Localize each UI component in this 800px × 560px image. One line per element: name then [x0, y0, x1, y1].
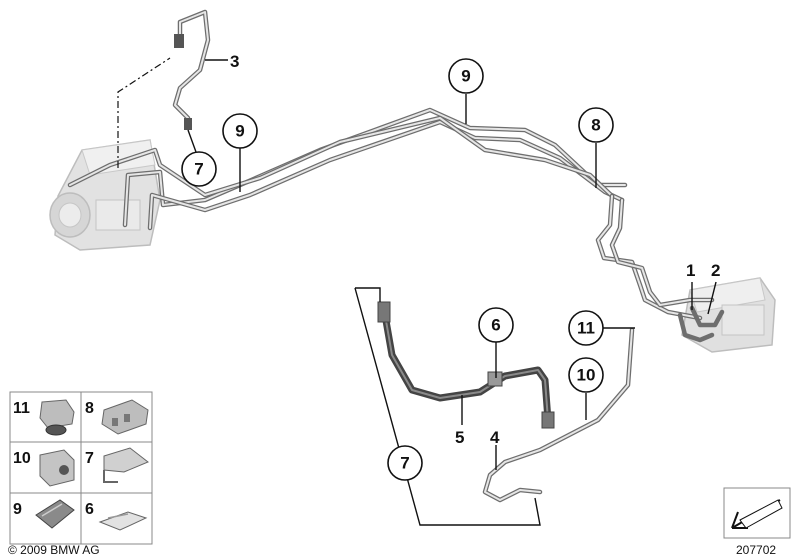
- clip-icon: [45, 424, 67, 436]
- brake-hose: [377, 301, 555, 429]
- legend-grid: 11 8 10 7 9 6: [9, 391, 153, 545]
- pipe-item-10: [482, 327, 635, 503]
- callout-1: 1: [686, 261, 695, 280]
- leader-7a: [187, 129, 197, 153]
- legend-cell-8: 8: [85, 399, 149, 435]
- legend-cell-9: 9: [13, 499, 75, 529]
- callout-circle-6: [478, 307, 514, 343]
- diagram-id: 207702: [736, 543, 776, 557]
- control-unit: [681, 277, 776, 353]
- group-bracket-top: [355, 287, 381, 302]
- pipe-holder-icon: [124, 414, 130, 422]
- legend-cell-7: 7: [85, 447, 149, 483]
- callout-circle-7a: [181, 151, 217, 187]
- callout-9a: 9: [235, 122, 244, 141]
- legend-cell-11: 11: [13, 399, 75, 436]
- abs-unit: [49, 139, 161, 251]
- spring-clip-icon: [107, 513, 129, 519]
- orientation-arrow-box: [723, 487, 791, 539]
- callout-2: 2: [711, 261, 720, 280]
- legend-num-9: 9: [13, 501, 22, 518]
- callout-7b: 7: [400, 454, 409, 473]
- multi-clip-icon: [41, 503, 63, 517]
- callout-9b: 9: [461, 67, 470, 86]
- legend-num-7: 7: [85, 450, 94, 467]
- callout-circle-9a: [222, 113, 258, 149]
- callout-4: 4: [490, 428, 500, 447]
- callout-11: 11: [577, 319, 595, 338]
- legend-num-8: 8: [85, 400, 94, 417]
- copyright-text: © 2009 BMW AG: [8, 543, 100, 557]
- legend-num-10: 10: [13, 450, 31, 467]
- legend-num-11: 11: [13, 400, 30, 417]
- group-bracket: [354, 287, 541, 526]
- callout-circle-8: [578, 107, 614, 143]
- legend-num-6: 6: [85, 501, 94, 518]
- callout-circle-9b: [448, 58, 484, 94]
- bracket-icon: [103, 470, 118, 483]
- leader-2: [707, 281, 717, 315]
- callout-10: 10: [577, 366, 596, 385]
- pipe-item-3: [172, 9, 211, 130]
- callout-3: 3: [230, 52, 239, 71]
- callout-circle-10: [568, 357, 604, 393]
- brake-pipe-bundle: [67, 107, 725, 343]
- callout-7a: 7: [194, 160, 203, 179]
- callout-8: 8: [591, 116, 600, 135]
- callout-circle-11: [568, 310, 604, 346]
- callout-5: 5: [455, 428, 464, 447]
- grommet-icon: [59, 465, 69, 475]
- callout-6: 6: [491, 316, 500, 335]
- legend-cell-10: 10: [13, 449, 75, 487]
- legend-cell-6: 6: [85, 501, 148, 531]
- dash-leader-left: [117, 57, 171, 168]
- callout-circle-7b: [387, 445, 423, 481]
